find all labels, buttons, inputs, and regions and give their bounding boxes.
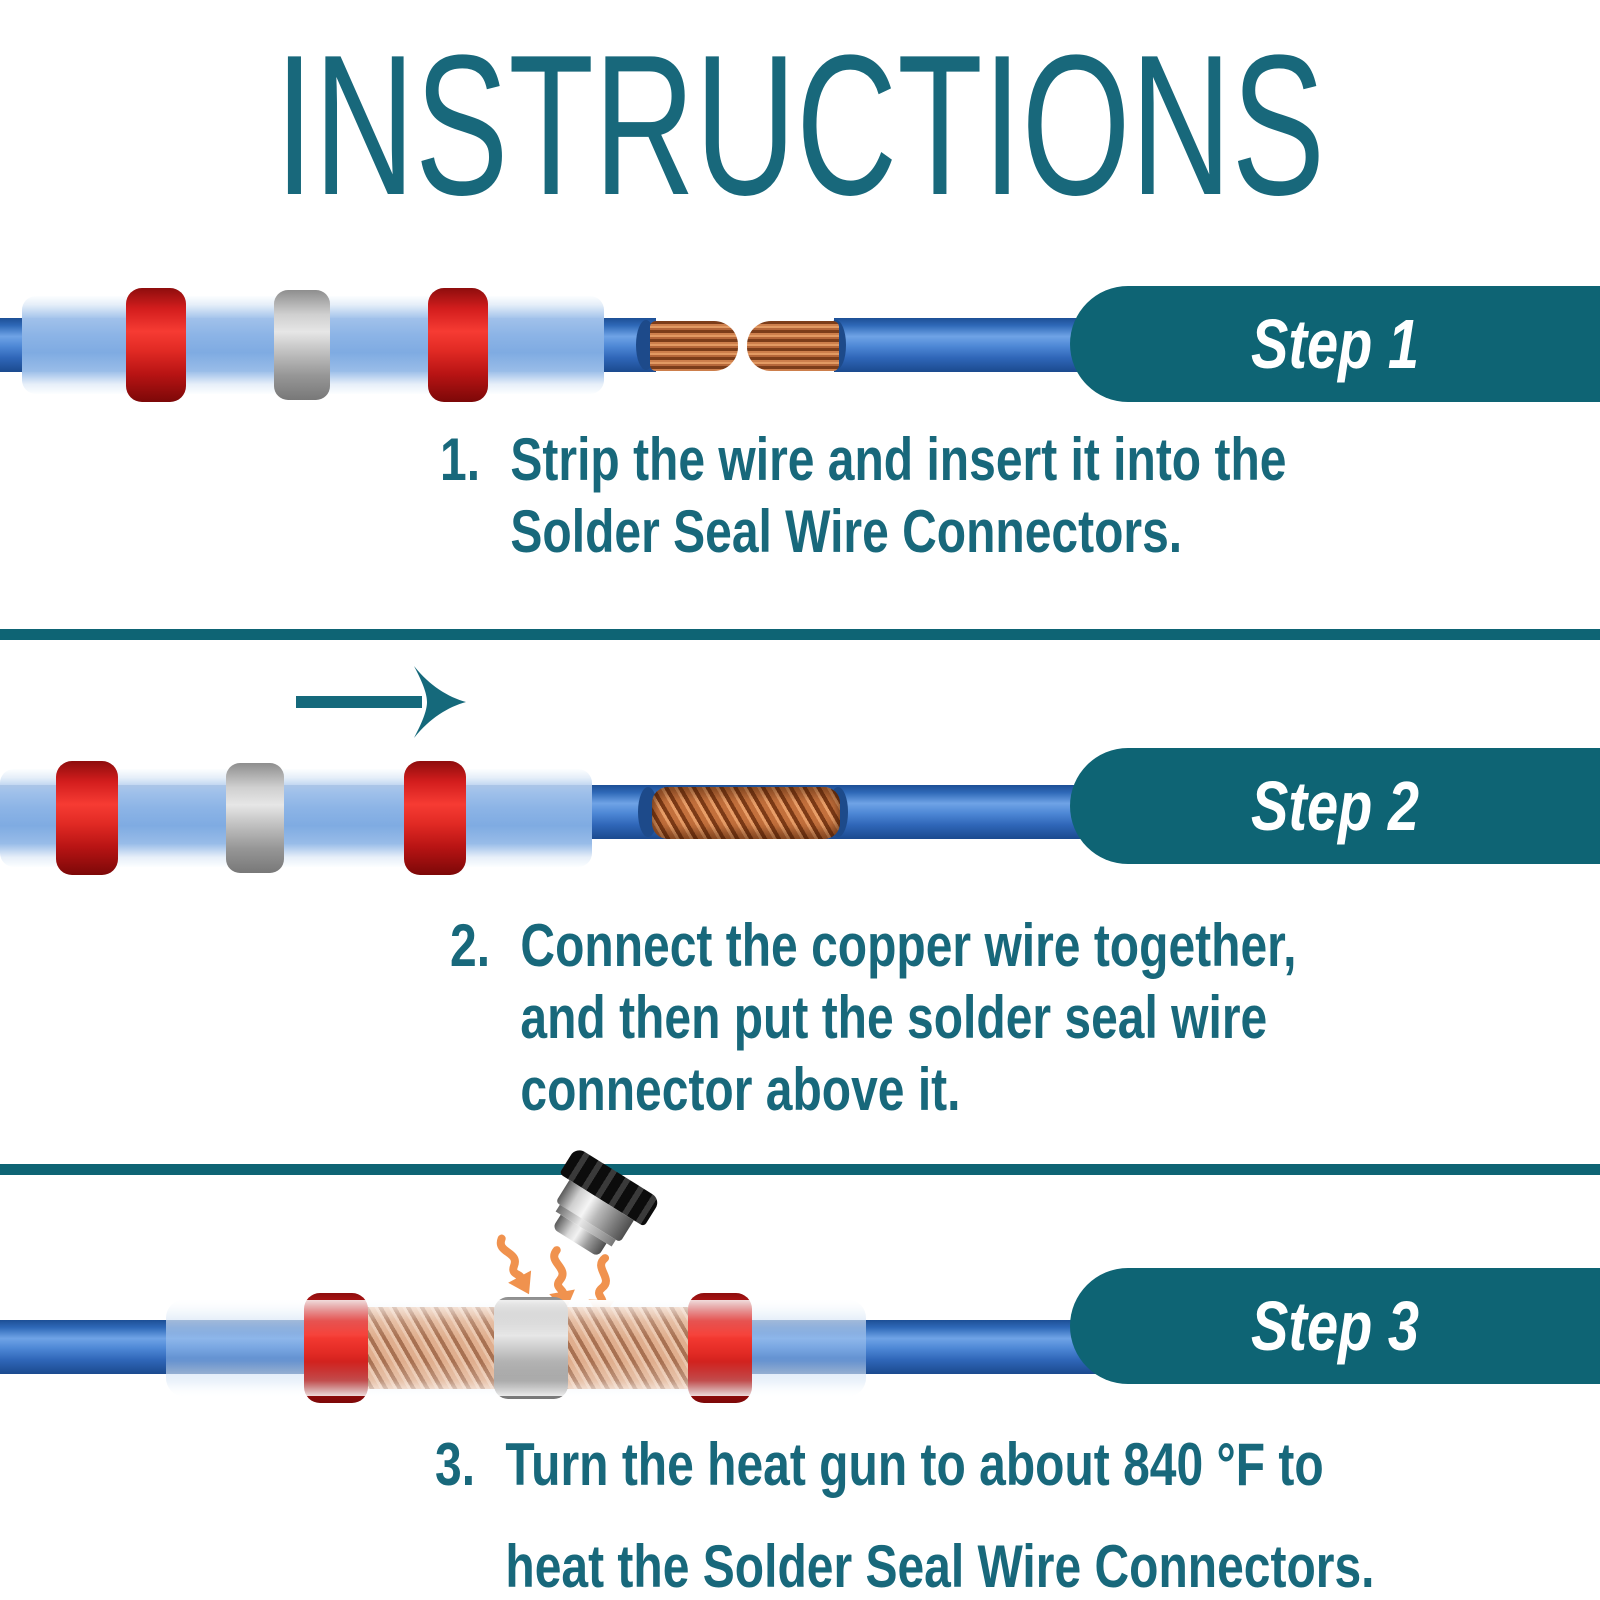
section-divider <box>0 629 1600 640</box>
step-2-badge: Step 2 <box>1070 748 1600 864</box>
copper-strands <box>650 321 738 371</box>
step-lines: Strip the wire and insert it into the So… <box>510 426 1287 565</box>
step-2-text: 2. Connect the copper wire together, and… <box>450 910 1297 1126</box>
red-sealant-band <box>404 761 466 875</box>
step-number: 1. <box>440 426 481 493</box>
copper-strands <box>747 321 839 371</box>
sleeve-highlight <box>166 1300 866 1396</box>
right-arrow-icon <box>296 666 466 738</box>
twisted-copper-joint <box>652 787 840 839</box>
page-title: INSTRUCTIONS <box>275 14 1325 237</box>
step-1-badge-label: Step 1 <box>1250 305 1420 383</box>
step-3-badge-label: Step 3 <box>1250 1287 1420 1365</box>
step-2-illustration <box>0 745 1600 880</box>
step-3-badge: Step 3 <box>1070 1268 1600 1384</box>
solder-ring <box>274 290 330 400</box>
section-divider <box>0 1164 1600 1175</box>
solder-ring <box>226 763 284 873</box>
red-sealant-band <box>126 288 186 402</box>
step-3-text: 3. Turn the heat gun to about 840 °F to … <box>435 1414 1375 1600</box>
step-1-text: 1. Strip the wire and insert it into the… <box>440 424 1286 568</box>
step-lines: Turn the heat gun to about 840 °F to hea… <box>505 1431 1375 1600</box>
heat-arrow-icon <box>496 1234 532 1295</box>
step-number: 3. <box>435 1431 476 1498</box>
red-sealant-band <box>56 761 118 875</box>
step-lines: Connect the copper wire together, and th… <box>520 912 1297 1123</box>
step-1-badge: Step 1 <box>1070 286 1600 402</box>
step-number: 2. <box>450 912 491 979</box>
step-3-illustration <box>0 1255 1600 1405</box>
red-sealant-band <box>428 288 488 402</box>
step-2-badge-label: Step 2 <box>1250 767 1420 845</box>
